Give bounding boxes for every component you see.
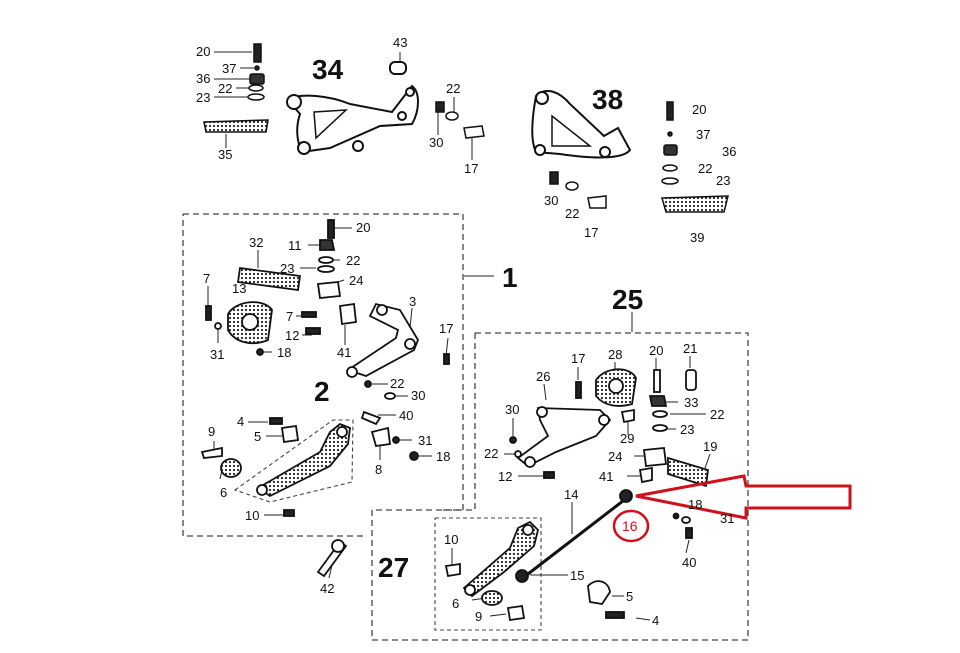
part-label-42: 42: [320, 581, 335, 596]
part-label-17: 17: [464, 161, 479, 176]
group-label-2: 2: [314, 376, 330, 407]
part-label-28: 28: [608, 347, 623, 362]
part-label-15: 15: [570, 568, 585, 583]
part-label-22: 22: [565, 206, 580, 221]
part-label-17: 17: [584, 225, 599, 240]
part-label-22: 22: [346, 253, 361, 268]
part-label-21: 21: [683, 341, 698, 356]
part-label-18: 18: [277, 345, 292, 360]
part-label-37: 37: [696, 127, 711, 142]
part-label-7: 7: [203, 271, 211, 286]
part-label-11: 11: [288, 238, 302, 253]
part-label-36: 36: [722, 144, 737, 159]
group-27-parts: [444, 520, 625, 622]
part-label-20: 20: [356, 220, 371, 235]
part-label-9: 9: [475, 609, 483, 624]
part-label-20: 20: [649, 343, 664, 358]
part-label-4: 4: [237, 414, 245, 429]
callout-circle: [612, 509, 650, 543]
part-label-33: 33: [684, 395, 699, 410]
group-label-1: 1: [502, 262, 518, 293]
part-label-30: 30: [544, 193, 559, 208]
part-label-22: 22: [390, 376, 405, 391]
group-box-25: [371, 332, 749, 641]
part-label-22: 22: [446, 81, 461, 96]
group-25-parts: [509, 368, 709, 583]
part-label-24: 24: [349, 273, 364, 288]
part-label-12: 12: [285, 328, 300, 343]
part-label-5: 5: [254, 429, 262, 444]
part-label-17: 17: [571, 351, 586, 366]
part-label-8: 8: [375, 462, 383, 477]
part-label-29: 29: [620, 431, 635, 446]
part-label-41: 41: [337, 345, 352, 360]
part-label-22: 22: [218, 81, 233, 96]
group-label-34: 34: [312, 54, 344, 85]
part-label-12: 12: [498, 469, 513, 484]
frame-38-bracket: [531, 89, 632, 159]
part-label-40: 40: [682, 555, 697, 570]
part-label-5: 5: [626, 589, 634, 604]
part-label-13: 13: [232, 281, 247, 296]
part-label-41: 41: [599, 469, 614, 484]
part-label-43: 43: [393, 35, 408, 50]
frame-34-bracket: [286, 61, 419, 155]
part-label-30: 30: [411, 388, 426, 403]
leader-lines: [207, 51, 711, 621]
part-label-9: 9: [208, 424, 216, 439]
part-label-19: 19: [703, 439, 718, 454]
part-label-3: 3: [409, 294, 417, 309]
part-label-32: 32: [249, 235, 264, 250]
callout-label-16: 16: [622, 518, 638, 534]
group-box-1: [182, 213, 464, 537]
group-1-parts: [200, 219, 450, 578]
part-label-24: 24: [608, 449, 623, 464]
part-label-40: 40: [399, 408, 414, 423]
part-label-31: 31: [418, 433, 433, 448]
part-label-31: 31: [720, 511, 735, 526]
part-label-22: 22: [698, 161, 713, 176]
part-label-20: 20: [692, 102, 707, 117]
group-label-27: 27: [378, 552, 410, 583]
part-label-36: 36: [196, 71, 211, 86]
part-label-6: 6: [452, 596, 460, 611]
part-label-35: 35: [218, 147, 233, 162]
part-label-18: 18: [436, 449, 451, 464]
part-label-17: 17: [439, 321, 454, 336]
part-label-37: 37: [222, 61, 237, 76]
part-label-31: 31: [210, 347, 225, 362]
part-label-10: 10: [245, 508, 260, 523]
group-label-25: 25: [612, 284, 644, 315]
part-label-30: 30: [429, 135, 444, 150]
part-label-22: 22: [710, 407, 725, 422]
group-label-38: 38: [592, 84, 624, 115]
part-label-14: 14: [564, 487, 579, 502]
part-label-30: 30: [505, 402, 520, 417]
top-hardware: [203, 43, 729, 213]
part-label-6: 6: [220, 485, 228, 500]
part-label-7: 7: [286, 309, 294, 324]
part-label-23: 23: [280, 261, 295, 276]
part-label-26: 26: [536, 369, 551, 384]
part-label-23: 23: [196, 90, 211, 105]
part-label-39: 39: [690, 230, 705, 245]
group-box-27: [434, 517, 542, 631]
part-label-20: 20: [196, 44, 211, 59]
part-label-4: 4: [652, 613, 660, 628]
part-label-10: 10: [444, 532, 459, 547]
part-label-18: 18: [688, 497, 703, 512]
callout-arrow: [635, 474, 852, 520]
group-box-2: [233, 419, 354, 503]
part-label-23: 23: [680, 422, 695, 437]
part-label-22: 22: [484, 446, 499, 461]
part-label-23: 23: [716, 173, 731, 188]
